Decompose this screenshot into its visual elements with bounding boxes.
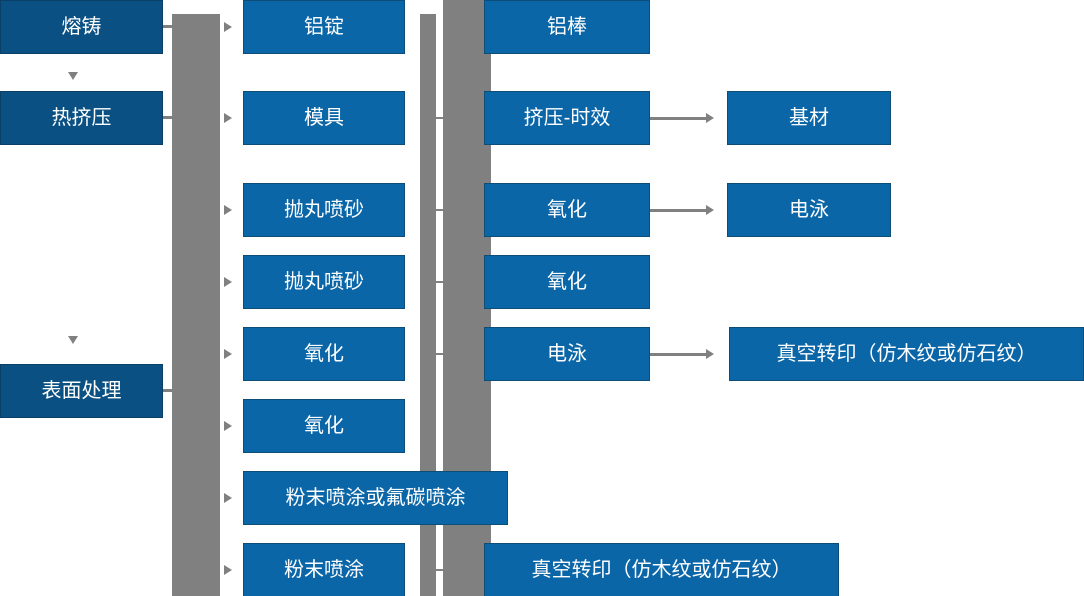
node-oxidation-2[interactable]: 氧化 xyxy=(243,399,405,453)
connector-melt-cast-stub xyxy=(163,25,175,28)
node-label: 真空转印（仿木纹或仿石纹） xyxy=(531,559,792,581)
arrow-to-powder-or-pvdf xyxy=(224,493,232,503)
connector-surface-stub xyxy=(163,389,175,392)
node-label: 表面处理 xyxy=(41,380,122,402)
connector-hot-extrude-stub xyxy=(163,116,175,119)
tick-mould xyxy=(433,117,447,119)
arrow-to-oxidation-2 xyxy=(224,421,232,431)
arrow-to-mould xyxy=(224,113,232,123)
node-powder-coating[interactable]: 粉末喷涂 xyxy=(243,543,405,596)
node-label: 热挤压 xyxy=(51,107,112,129)
node-label: 真空转印（仿木纹或仿石纹） xyxy=(776,343,1037,365)
node-label: 氧化 xyxy=(547,199,587,221)
arrow-to-aluminum-ingot xyxy=(224,22,232,32)
node-extrusion-aging[interactable]: 挤压-时效 xyxy=(484,91,650,145)
node-label: 熔铸 xyxy=(61,16,102,38)
tick-powder-coating xyxy=(433,569,447,571)
node-vacuum-transfer-print-1[interactable]: 真空转印（仿木纹或仿石纹） xyxy=(484,543,839,596)
node-label: 抛丸喷砂 xyxy=(284,199,364,221)
arrow-to-substrate xyxy=(706,113,714,123)
arrow-to-electrophoresis-2 xyxy=(706,205,714,215)
connector-bar-left xyxy=(172,14,220,596)
node-oxidation-4[interactable]: 氧化 xyxy=(484,255,650,309)
connector-extrusion-to-substrate xyxy=(650,117,706,120)
node-melt-cast[interactable]: 熔铸 xyxy=(0,0,163,54)
node-label: 粉末喷涂 xyxy=(284,559,364,581)
connector-bar-middle xyxy=(420,14,436,596)
node-substrate[interactable]: 基材 xyxy=(727,91,891,145)
node-oxidation-1[interactable]: 氧化 xyxy=(243,327,405,381)
arrow-down-hot-extrude xyxy=(68,72,78,80)
arrow-to-powder-coating xyxy=(224,565,232,575)
arrow-to-shot-blast-2 xyxy=(224,277,232,287)
node-label: 氧化 xyxy=(304,343,344,365)
node-label: 电泳 xyxy=(789,199,829,221)
node-electrophoresis-1[interactable]: 电泳 xyxy=(484,327,650,381)
connector-to-vacuum-transfer-2 xyxy=(650,353,706,356)
tick-oxidation-1 xyxy=(433,353,447,355)
node-label: 氧化 xyxy=(547,271,587,293)
arrow-to-oxidation-1 xyxy=(224,349,232,359)
tick-shot-blast-2 xyxy=(433,281,447,283)
node-label: 模具 xyxy=(304,107,344,129)
node-label: 铝锭 xyxy=(304,16,344,38)
node-aluminum-bar[interactable]: 铝棒 xyxy=(484,0,650,54)
node-shot-blast-2[interactable]: 抛丸喷砂 xyxy=(243,255,405,309)
node-vacuum-transfer-print-2[interactable]: 真空转印（仿木纹或仿石纹） xyxy=(729,327,1084,381)
node-label: 电泳 xyxy=(547,343,587,365)
node-oxidation-3[interactable]: 氧化 xyxy=(484,183,650,237)
node-aluminum-ingot[interactable]: 铝锭 xyxy=(243,0,405,54)
node-shot-blast-1[interactable]: 抛丸喷砂 xyxy=(243,183,405,237)
node-hot-extrude[interactable]: 热挤压 xyxy=(0,91,163,145)
arrow-down-surface xyxy=(68,336,78,344)
node-mould[interactable]: 模具 xyxy=(243,91,405,145)
node-label: 氧化 xyxy=(304,415,344,437)
connector-oxidation-to-electrophoresis xyxy=(650,209,706,212)
node-label: 铝棒 xyxy=(547,16,587,38)
node-label: 挤压-时效 xyxy=(523,107,611,129)
node-label: 抛丸喷砂 xyxy=(284,271,364,293)
node-powder-or-fluorocarbon-coating[interactable]: 粉末喷涂或氟碳喷涂 xyxy=(243,471,508,525)
arrow-to-vacuum-transfer-2 xyxy=(706,349,714,359)
node-label: 基材 xyxy=(789,107,829,129)
node-label: 粉末喷涂或氟碳喷涂 xyxy=(285,487,466,509)
tick-shot-blast-1 xyxy=(433,209,447,211)
arrow-to-shot-blast-1 xyxy=(224,205,232,215)
node-electrophoresis-2[interactable]: 电泳 xyxy=(727,183,891,237)
node-surface-treatment[interactable]: 表面处理 xyxy=(0,364,163,418)
